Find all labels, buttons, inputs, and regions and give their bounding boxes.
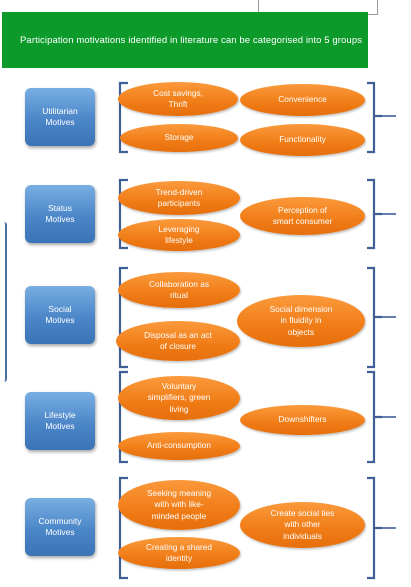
left-edge-marker xyxy=(0,222,7,382)
factor-pill: Disposal as an act of closure xyxy=(116,321,240,361)
factor-pill: Seeking meaning with with like- minded p… xyxy=(118,480,240,530)
factor-pill: Creating a shared identity xyxy=(118,537,240,569)
right-bracket xyxy=(367,370,382,464)
factor-pill: Voluntary simplifiers, green living xyxy=(118,376,240,420)
factor-pill: Storage xyxy=(120,124,238,152)
factor-pill: Create social ties with other individual… xyxy=(240,502,365,548)
left-bracket xyxy=(118,266,128,369)
left-bracket xyxy=(118,178,128,250)
factor-pill: Functionality xyxy=(240,124,365,156)
motive-box-utilitarian: Utilitarian Motives xyxy=(25,88,95,146)
factor-pill: Downshifters xyxy=(240,405,365,435)
left-bracket xyxy=(118,476,128,580)
right-bracket xyxy=(367,81,382,154)
left-bracket xyxy=(118,370,128,464)
factor-pill: Social dimension in fluidity in objects xyxy=(237,295,365,347)
factor-pill: Cost savings, Thrift xyxy=(118,82,238,116)
factor-pill: Trend-driven participants xyxy=(118,181,240,215)
motive-box-social: Social Motives xyxy=(25,286,95,344)
factor-pill: Leveraging lifestyle xyxy=(118,219,240,251)
banner-text: Participation motivations identified in … xyxy=(20,34,363,46)
right-bracket xyxy=(367,476,382,580)
motive-box-community: Community Motives xyxy=(25,498,95,556)
factor-pill: Collaboration as ritual xyxy=(118,272,240,308)
motive-box-status: Status Motives xyxy=(25,185,95,243)
title-banner: Participation motivations identified in … xyxy=(2,12,368,68)
factor-pill: Anti-consumption xyxy=(118,432,240,460)
factor-pill: Convenience xyxy=(240,84,365,116)
right-bracket xyxy=(367,266,382,369)
left-bracket xyxy=(118,81,128,154)
factor-pill: Perception of smart consumer xyxy=(240,197,365,235)
right-bracket xyxy=(367,178,382,250)
motive-box-lifestyle: Lifestyle Motives xyxy=(25,392,95,450)
